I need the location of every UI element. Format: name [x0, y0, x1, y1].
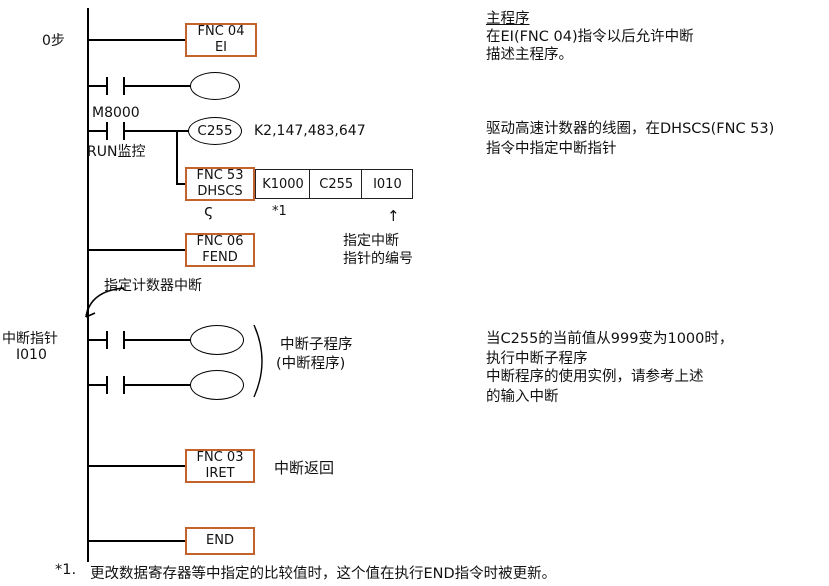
counter-interrupt-note: 指定计数器中断 — [104, 278, 202, 294]
end-label: END — [206, 533, 234, 549]
note-para3-line3: 中断程序的使用实例，请参考上述 — [486, 369, 704, 385]
contact-bar — [106, 77, 109, 95]
note-para3-line2: 执行中断子程序 — [486, 351, 588, 367]
interrupt-pointer-label: 中断指针 — [2, 331, 58, 347]
dhscs-operand-cells: K1000 C255 I010 — [255, 169, 414, 199]
operand-i010: I010 — [361, 169, 414, 199]
contact-bar — [122, 122, 125, 140]
run-monitor-label: RUN监控 — [87, 144, 146, 160]
power-rail — [87, 8, 89, 562]
contact-symbol — [106, 77, 125, 95]
note-para2-line2: 指令中指定中断指针 — [486, 141, 617, 157]
fnc53-line1: FNC 53 — [196, 168, 244, 184]
fnc06-line2: FEND — [202, 250, 238, 265]
fnc04-ei-block: FNC 04 EI — [185, 23, 257, 57]
note-para1-line1: 在EI(FNC 04)指令以后允许中断 — [486, 29, 694, 45]
branch-line — [176, 131, 178, 184]
operand-k1000: K1000 — [255, 169, 311, 199]
note-para3-line4: 的输入中断 — [486, 389, 559, 405]
counter-preset-value: K2,147,483,647 — [254, 123, 366, 139]
grouping-brace — [253, 324, 263, 398]
fnc06-line1: FNC 06 — [196, 234, 244, 250]
up-arrow-icon: ↑ — [387, 207, 400, 225]
rung-line — [89, 384, 190, 386]
note-para2-line1: 驱动高速计数器的线圈，在DHSCS(FNC 53) — [486, 121, 775, 137]
c255-coil-label: C255 — [197, 123, 233, 139]
footnote-marker: *1. — [55, 562, 77, 578]
step-label: 0步 — [42, 33, 65, 49]
end-block: END — [185, 527, 255, 555]
footnote-ref: *1 — [272, 204, 287, 219]
output-coil — [190, 72, 240, 100]
pointer-note-line1: 指定中断 — [343, 233, 399, 249]
contact-bar — [106, 122, 109, 140]
contact-bar — [122, 376, 125, 394]
rung-line — [89, 249, 185, 251]
iret-note: 中断返回 — [274, 459, 335, 477]
c255-coil: C255 — [188, 117, 242, 145]
rung-line — [89, 130, 190, 132]
branch-line — [176, 183, 186, 185]
contact-bar — [106, 331, 109, 349]
interrupt-sub-note-line2: (中断程序) — [276, 356, 346, 372]
fnc53-dhscs-block: FNC 53 DHSCS — [185, 167, 255, 201]
output-coil — [190, 325, 244, 355]
fnc03-line1: FNC 03 — [196, 450, 244, 466]
curved-arrow-icon — [85, 287, 125, 318]
interrupt-sub-note-line1: 中断子程序 — [280, 337, 353, 353]
operand-c255: C255 — [309, 169, 364, 199]
note-para1-line2: 描述主程序。 — [486, 47, 573, 63]
footnote-text: 更改数据寄存器等中指定的比较值时，这个值在执行END指令时被更新。 — [90, 566, 557, 582]
contact-symbol — [106, 376, 125, 394]
rung-line — [89, 85, 192, 87]
rung-line — [89, 465, 185, 467]
contact-symbol — [106, 331, 125, 349]
rung-line — [89, 39, 185, 41]
output-coil — [190, 370, 244, 400]
fnc03-line2: IRET — [205, 466, 235, 481]
fnc53-line2: DHSCS — [197, 184, 243, 199]
fnc06-fend-block: FNC 06 FEND — [185, 233, 255, 267]
notes-title: 主程序 — [486, 11, 530, 27]
contact-bar — [106, 376, 109, 394]
rung-line — [89, 540, 185, 542]
m8000-label: M8000 — [92, 105, 140, 121]
continuation-mark: ς — [204, 201, 214, 220]
fnc04-line1: FNC 04 — [197, 24, 245, 40]
m8000-contact-symbol — [106, 122, 125, 140]
pointer-note-line2: 指针的编号 — [343, 251, 413, 267]
rung-line — [89, 339, 190, 341]
note-para3-line1: 当C255的当前值从999变为1000时， — [486, 331, 734, 347]
contact-bar — [122, 331, 125, 349]
interrupt-pointer-id: I010 — [16, 347, 47, 363]
fnc04-line2: EI — [214, 40, 228, 55]
contact-bar — [122, 77, 125, 95]
fnc03-iret-block: FNC 03 IRET — [185, 449, 255, 483]
